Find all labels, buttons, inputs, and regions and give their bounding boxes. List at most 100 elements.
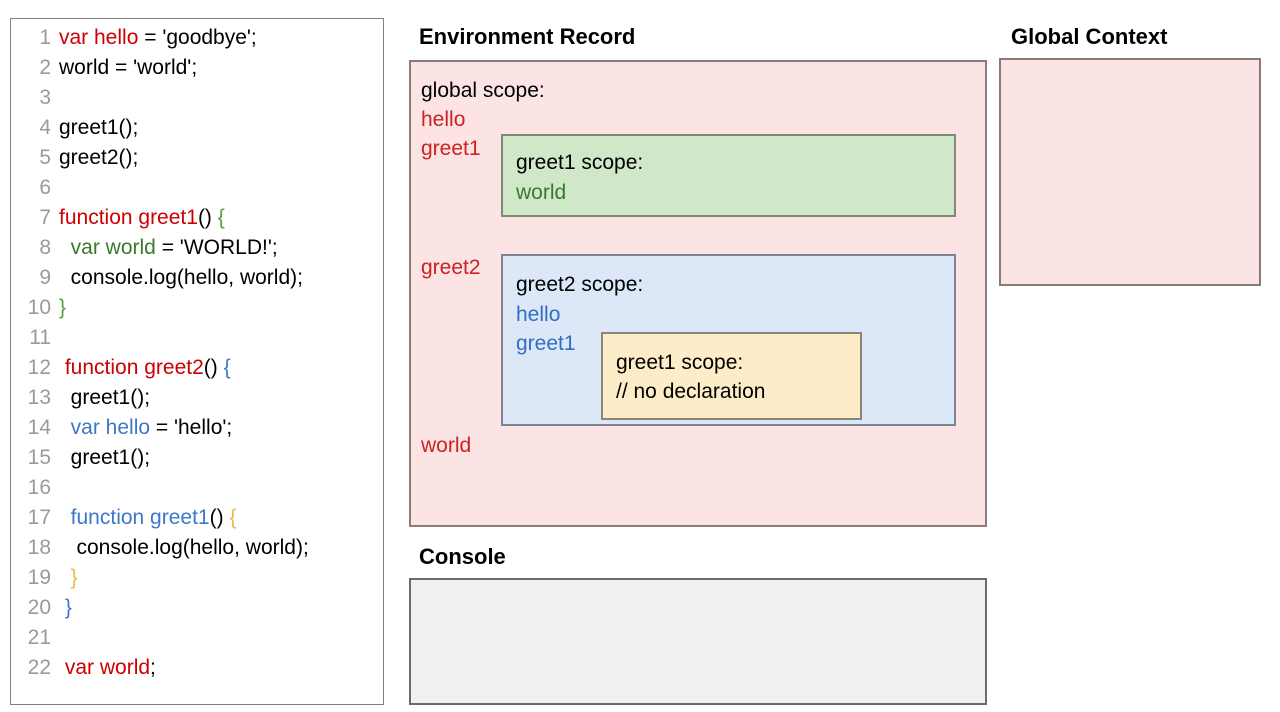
code-line-text: greet1(); (51, 443, 150, 473)
code-token: = 'goodbye'; (138, 26, 257, 49)
code-token: world = 'world'; (59, 56, 198, 79)
code-token: var world (64, 656, 151, 679)
code-line-number: 13 (27, 386, 51, 409)
code-token (59, 566, 71, 589)
code-line-text: world = 'world'; (51, 53, 197, 83)
greet1-scope-box (501, 134, 956, 217)
greet1-inner-scope-note: // no declaration (616, 380, 766, 403)
console-output-box[interactable] (409, 578, 987, 705)
code-line-text: greet2(); (51, 143, 138, 173)
code-token: ; (150, 656, 156, 679)
code-line-number: 9 (39, 266, 51, 289)
global-scope-title: global scope: (421, 79, 545, 102)
code-token: () (209, 506, 230, 529)
code-token: function greet1 (70, 506, 210, 529)
code-token: = 'WORLD!'; (155, 236, 278, 259)
console-heading: Console (419, 544, 506, 569)
code-token: greet1(); (59, 116, 139, 139)
code-line-number: 11 (29, 326, 51, 349)
code-token: } (59, 296, 67, 319)
code-line[interactable]: 10} (11, 293, 383, 323)
greet1-scope-binding-world: world (516, 181, 567, 204)
code-line-text: } (51, 293, 66, 323)
code-token: () (203, 356, 224, 379)
code-token (59, 416, 71, 439)
code-token: greet2(); (59, 146, 139, 169)
code-line[interactable]: 15 greet1(); (11, 443, 383, 473)
code-line-text: var hello = 'goodbye'; (51, 23, 257, 53)
code-token: function greet2 (64, 356, 204, 379)
code-token (59, 236, 71, 259)
code-line-number: 21 (27, 626, 51, 649)
code-line-text: function greet1() { (51, 503, 237, 533)
code-line[interactable]: 6 (11, 173, 383, 203)
code-token: { (223, 356, 231, 379)
code-line[interactable]: 18 console.log(hello, world); (11, 533, 383, 563)
greet1-inner-scope-box (601, 332, 862, 420)
global-context-box (999, 58, 1261, 286)
code-line[interactable]: 16 (11, 473, 383, 503)
code-line[interactable]: 9 console.log(hello, world); (11, 263, 383, 293)
global-scope-binding-hello: hello (421, 108, 466, 131)
code-line[interactable]: 22 var world; (11, 653, 383, 683)
code-line[interactable]: 20 } (11, 593, 383, 623)
code-line[interactable]: 21 (11, 623, 383, 653)
code-line-number: 5 (39, 146, 51, 169)
code-line[interactable]: 4 greet1(); (11, 113, 383, 143)
code-line-number: 12 (27, 356, 51, 379)
code-token: var world (70, 236, 156, 259)
greet2-scope-title: greet2 scope: (516, 273, 644, 296)
code-line[interactable]: 19 } (11, 563, 383, 593)
greet2-scope-binding-greet1: greet1 (516, 332, 576, 355)
code-token: console.log(hello, world); (59, 536, 309, 559)
code-line-number: 18 (27, 536, 51, 559)
global-scope-binding-greet2: greet2 (421, 256, 481, 279)
code-line-number: 16 (27, 476, 51, 499)
greet1-inner-scope-title: greet1 scope: (616, 351, 744, 374)
code-line-number: 14 (27, 416, 51, 439)
code-line[interactable]: 14 var hello = 'hello'; (11, 413, 383, 443)
code-line-number: 15 (27, 446, 51, 469)
global-scope-binding-greet1: greet1 (421, 137, 481, 160)
code-line[interactable]: 5 greet2(); (11, 143, 383, 173)
code-line[interactable]: 11 (11, 323, 383, 353)
code-line[interactable]: 13 greet1(); (11, 383, 383, 413)
code-line-text: var world = 'WORLD!'; (51, 233, 278, 263)
code-token: function greet1 (59, 206, 198, 229)
code-line[interactable]: 12 function greet2() { (11, 353, 383, 383)
greet1-scope-title: greet1 scope: (516, 151, 644, 174)
code-line-number: 22 (27, 656, 51, 679)
code-line-text: function greet1() { (51, 203, 225, 233)
code-token: { (217, 206, 225, 229)
code-line-number: 4 (39, 116, 51, 139)
code-token: var hello (70, 416, 151, 439)
code-line[interactable]: 3 (11, 83, 383, 113)
code-line[interactable]: 17 function greet1() { (11, 503, 383, 533)
code-line-text: greet1(); (51, 113, 138, 143)
code-line-number: 10 (27, 296, 51, 319)
code-token: greet1(); (59, 446, 151, 469)
code-token: = 'hello'; (150, 416, 233, 439)
code-token: { (229, 506, 237, 529)
code-line-text: console.log(hello, world); (51, 263, 303, 293)
code-line[interactable]: 2 world = 'world'; (11, 53, 383, 83)
code-line-number: 2 (39, 56, 51, 79)
code-line-number: 17 (27, 506, 51, 529)
code-line-number: 3 (39, 86, 51, 109)
code-line-text: } (51, 593, 72, 623)
code-line-number: 8 (39, 236, 51, 259)
environment-record-heading: Environment Record (419, 24, 636, 49)
code-token: } (70, 566, 78, 589)
code-line-text: var world; (51, 653, 156, 683)
code-token: () (197, 206, 218, 229)
code-token: greet1(); (59, 386, 151, 409)
code-line-text: } (51, 563, 78, 593)
code-line-number: 20 (27, 596, 51, 619)
code-token: console.log(hello, world); (59, 266, 303, 289)
code-line-text: console.log(hello, world); (51, 533, 309, 563)
code-token: } (64, 596, 72, 619)
code-line[interactable]: 8 var world = 'WORLD!'; (11, 233, 383, 263)
